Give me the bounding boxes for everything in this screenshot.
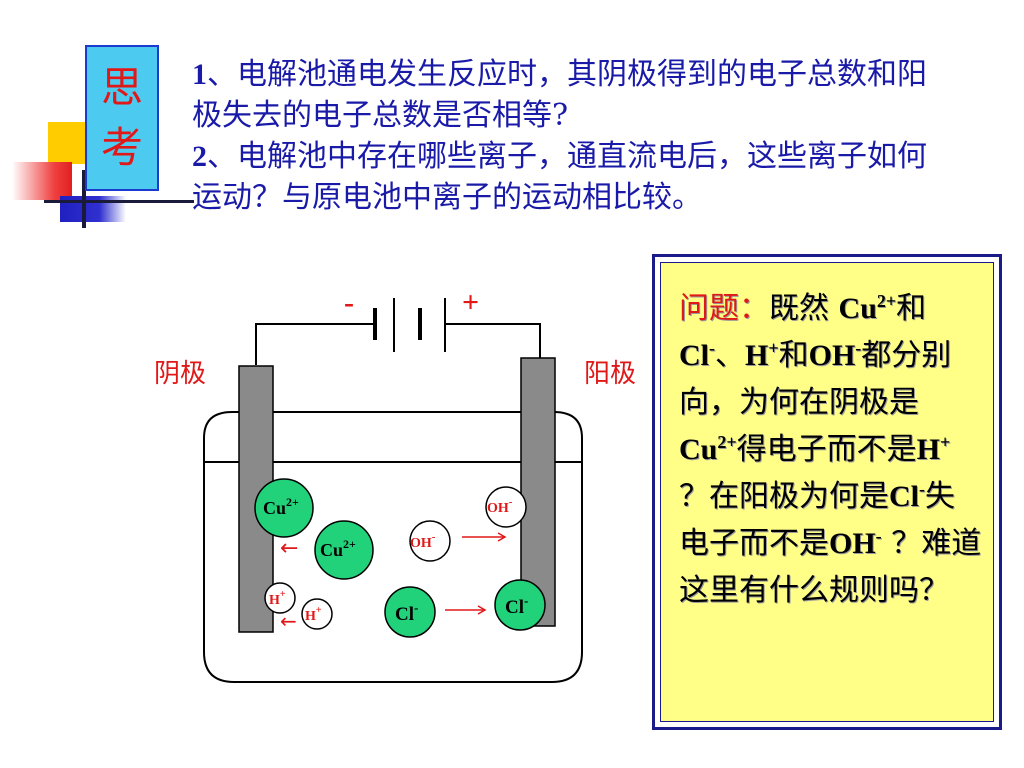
problem-text-part: 、 [715, 338, 745, 373]
ion-cl-2: Cl- [494, 579, 546, 631]
svg-text:Cl-: Cl- [395, 600, 418, 625]
question-text-block: 1、电解池通电发生反应时，其阴极得到的电子总数和阳极失去的电子总数是否相等? 2… [192, 54, 952, 218]
question-2-text: 、电解池中存在哪些离子，通直流电后，这些离子如何运动？与原电池中离子的运动相比较… [192, 139, 927, 215]
think-label-box: 思 考 [85, 45, 159, 191]
decor-red-bar [12, 162, 72, 200]
think-char-2: 考 [100, 123, 143, 172]
problem-text-part: ？难道这里有什么规则吗？ [679, 526, 982, 608]
formula-cl: Cl [889, 480, 919, 513]
formula-cl: Cl [679, 339, 709, 372]
svg-text:H+: H+ [305, 605, 322, 624]
formula-cl-charge: - [709, 338, 715, 358]
ion-cl-1: Cl- [384, 586, 436, 638]
battery-plus-sign: + [462, 286, 479, 319]
problem-text: 问题：既然 Cu2+和Cl-、H+和OH-都分别向，为何在阴极是Cu2+得电子而… [660, 262, 994, 722]
problem-text-part: 得电子而不是 [736, 432, 917, 467]
svg-text:Cu2+: Cu2+ [320, 537, 356, 560]
formula-oh: OH [808, 339, 856, 372]
ion-h-2: H+ [301, 598, 333, 630]
battery-minus-sign: - [344, 286, 354, 319]
svg-text:OH-: OH- [410, 531, 436, 551]
problem-box: 问题：既然 Cu2+和Cl-、H+和OH-都分别向，为何在阴极是Cu2+得电子而… [652, 254, 1002, 730]
formula-oh-charge: - [855, 338, 862, 358]
problem-text-part: ？在阳极为何是 [679, 479, 889, 514]
formula-h: H [916, 433, 940, 466]
problem-label: 问题： [679, 291, 769, 326]
formula-h-charge: + [939, 432, 951, 452]
svg-text:OH-: OH- [487, 496, 513, 516]
problem-text-part: 和 [896, 291, 927, 326]
formula-cl-charge: - [919, 479, 925, 499]
anode-label: 阳极 [584, 359, 636, 389]
problem-text-part: 和 [778, 338, 809, 373]
formula-oh-charge: - [875, 526, 882, 546]
question-2: 2、电解池中存在哪些离子，通直流电后，这些离子如何运动？与原电池中离子的运动相比… [192, 136, 952, 218]
arrow-right-cl-head [477, 605, 487, 615]
ion-cu-2: Cu2+ [314, 520, 374, 580]
beaker [203, 411, 583, 683]
svg-text:Cu2+: Cu2+ [263, 495, 299, 518]
formula-oh: OH [829, 527, 876, 560]
arrow-right-oh-head [497, 532, 507, 542]
question-1-number: 1 [192, 58, 207, 91]
problem-text-part: 都分别向，为何在阴极是 [679, 338, 952, 420]
svg-text:Cl-: Cl- [505, 593, 528, 618]
formula-h-charge: + [768, 338, 779, 358]
wire-circuit-right [445, 323, 541, 360]
ion-cu-1: Cu2+ [254, 478, 314, 538]
ion-oh-2: OH- [409, 520, 451, 562]
decor-vertical-line [82, 170, 86, 228]
wire-circuit [255, 323, 375, 365]
formula-cu: Cu [838, 292, 877, 325]
formula-cu: Cu [679, 433, 718, 466]
svg-text:H+: H+ [269, 589, 286, 608]
problem-text-part: 失电子而不是 [679, 479, 955, 561]
ion-oh-1: OH- [485, 486, 527, 528]
decor-yellow-square [48, 122, 90, 164]
ion-h-1: H+ [264, 582, 296, 614]
cathode-label: 阴极 [154, 359, 206, 389]
think-char-1: 思 [100, 63, 143, 112]
question-1: 1、电解池通电发生反应时，其阴极得到的电子总数和阳极失去的电子总数是否相等? [192, 54, 952, 136]
battery-symbol [373, 298, 446, 352]
question-1-text: 、电解池通电发生反应时，其阴极得到的电子总数和阳极失去的电子总数是否相等? [192, 57, 927, 133]
formula-h: H [745, 339, 769, 372]
formula-cu-charge: 2+ [717, 432, 737, 452]
arrow-left-h: ← [280, 609, 297, 633]
question-2-number: 2 [192, 140, 207, 173]
problem-text-part: 既然 [769, 291, 829, 326]
decor-horizontal-line [44, 200, 194, 203]
arrow-left-cu: ← [280, 536, 298, 561]
formula-cu-charge: 2+ [876, 291, 897, 311]
